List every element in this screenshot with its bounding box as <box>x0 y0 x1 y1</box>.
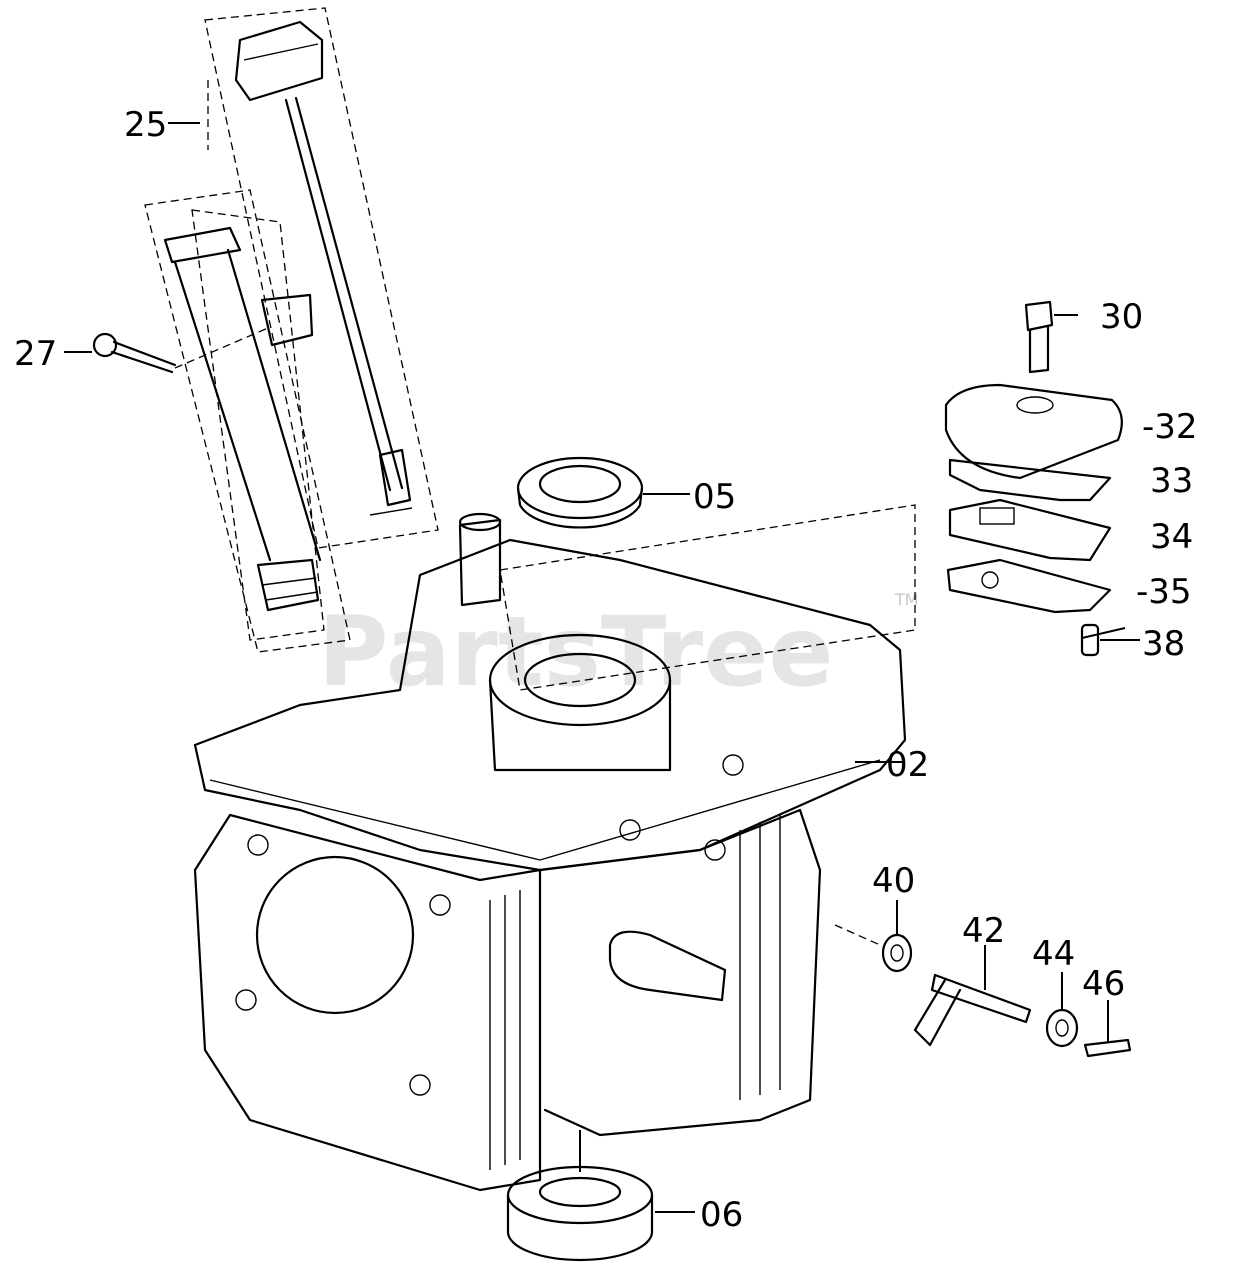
callout-44[interactable]: 44 <box>1032 934 1075 974</box>
callout-02[interactable]: 02 <box>886 745 929 785</box>
part-46-clip[interactable] <box>1083 1038 1132 1058</box>
part-32-cover[interactable] <box>944 383 1123 480</box>
part-40-washer[interactable] <box>834 924 913 973</box>
part-27-filler-tube[interactable] <box>92 189 351 653</box>
part-02-crankcase[interactable] <box>193 504 916 1192</box>
watermark: PartsTree TM <box>318 590 919 708</box>
part-35-gasket[interactable] <box>946 558 1112 614</box>
callout-32[interactable]: -32 <box>1142 407 1198 447</box>
callout-35[interactable]: -35 <box>1136 572 1192 612</box>
callout-33[interactable]: 33 <box>1150 461 1193 501</box>
callout-labels: 25 27 05 30 -32 33 34 -35 38 02 40 42 44… <box>14 105 1198 1235</box>
part-30-bolt[interactable] <box>1024 300 1054 374</box>
watermark-trademark: TM <box>894 590 919 609</box>
callout-05[interactable]: 05 <box>693 477 736 517</box>
callout-27[interactable]: 27 <box>14 334 57 374</box>
callout-06[interactable]: 06 <box>700 1195 743 1235</box>
part-33-gasket[interactable] <box>948 458 1112 502</box>
callout-34[interactable]: 34 <box>1150 517 1193 557</box>
part-25-dipstick[interactable] <box>204 7 439 549</box>
part-06-bearing[interactable] <box>506 1130 654 1262</box>
leader-lines <box>64 80 1140 1213</box>
callout-46[interactable]: 46 <box>1082 964 1125 1004</box>
watermark-text: PartsTree <box>318 596 833 708</box>
part-38-dowel[interactable] <box>1080 623 1100 657</box>
callout-25[interactable]: 25 <box>124 105 167 145</box>
callout-42[interactable]: 42 <box>962 911 1005 951</box>
part-05-oil-seal[interactable] <box>516 456 644 529</box>
callout-30[interactable]: 30 <box>1100 297 1143 337</box>
part-42-shaft[interactable] <box>913 973 1032 1047</box>
part-44-washer[interactable] <box>1045 1008 1079 1048</box>
callout-38[interactable]: 38 <box>1142 624 1185 664</box>
part-34-reed-plate[interactable] <box>948 498 1112 562</box>
callout-40[interactable]: 40 <box>872 861 915 901</box>
